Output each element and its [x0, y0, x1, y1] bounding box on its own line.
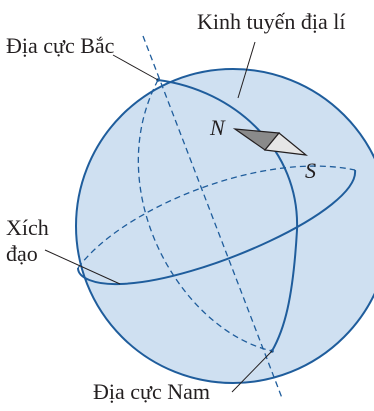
compass-label-n: N [210, 117, 225, 139]
compass-label-s: S [305, 160, 316, 182]
label-geographic-meridian: Kinh tuyến địa lí [197, 11, 345, 33]
label-equator-line1: Xích [6, 217, 49, 239]
globe-sphere [76, 69, 374, 383]
label-north-pole: Địa cực Bắc [6, 35, 114, 57]
label-equator-line2: đạo [6, 243, 38, 265]
label-south-pole: Địa cực Nam [93, 381, 210, 403]
